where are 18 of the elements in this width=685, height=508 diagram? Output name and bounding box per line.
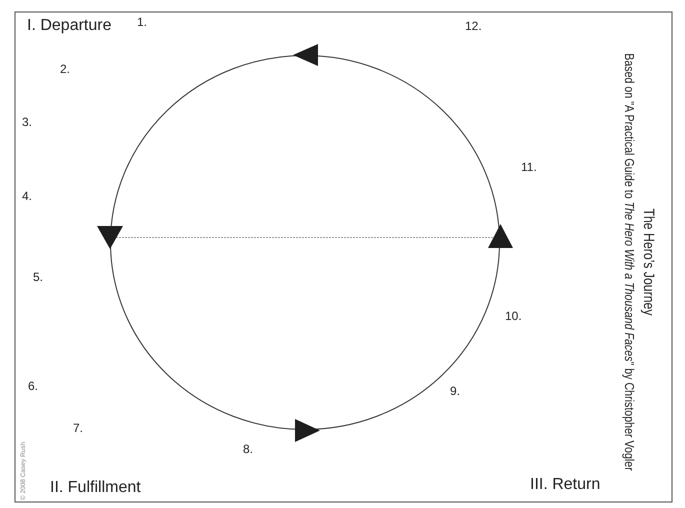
step-number: 9. [450,385,460,397]
step-number: 12. [465,20,482,32]
section-heading: III. Return [530,477,600,493]
step-number: 11. [521,161,537,173]
step-number: 7. [73,422,84,434]
section-heading: II. Fulfillment [50,480,141,496]
caption: Based on "A Practical Guide to The Hero With a Thousand Faces" by Christopher Vogler [621,53,638,471]
step-number: 8. [243,443,254,455]
step-number: 4. [22,190,32,202]
section-heading: I. Departure [27,18,112,34]
step-number: 10. [505,310,522,322]
title: The Hero’s Journey [639,208,658,316]
step-number: 1. [137,16,148,28]
step-number: 2. [60,63,70,75]
step-number: 5. [33,271,44,283]
step-number: 6. [28,380,38,392]
cycle-circle [110,55,500,430]
step-number: 3. [22,116,32,128]
